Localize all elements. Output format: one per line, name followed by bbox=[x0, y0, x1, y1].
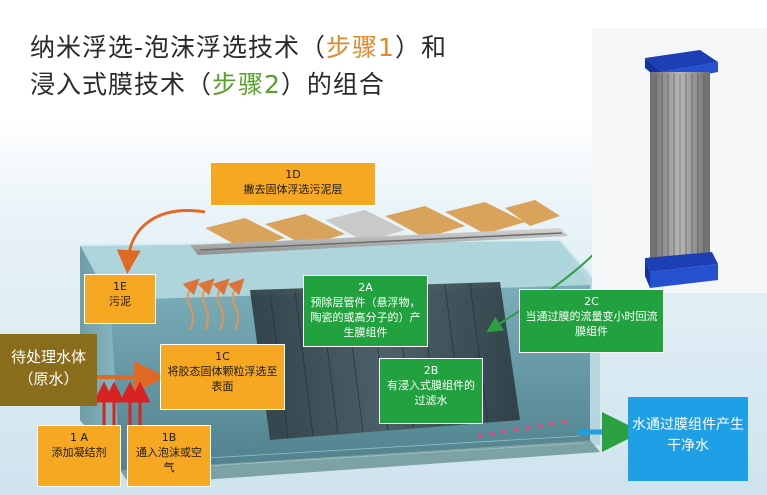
flotation-arrows bbox=[182, 278, 245, 331]
title-line-2-suffix: ）的组合 bbox=[280, 70, 385, 99]
label-1d-skim-sludge: 1D 撇去固体浮选污泥层 bbox=[210, 162, 376, 206]
tank-floor-grid bbox=[139, 435, 586, 471]
label-2b-filtration: 2B 有浸入式膜组件的过滤水 bbox=[379, 358, 483, 424]
label-2a-code: 2A bbox=[358, 281, 373, 294]
label-1d-code: 1D bbox=[285, 168, 301, 181]
label-1e-code: 1E bbox=[113, 280, 127, 293]
label-raw-water: 待处理水体（原水） bbox=[0, 334, 97, 406]
diffuser-dots bbox=[477, 419, 567, 439]
title-line-1: 纳米浮选-泡沫浮选技术（步骤1）和 bbox=[30, 28, 447, 64]
sludge-arrow bbox=[116, 209, 206, 274]
label-1e-text: 污泥 bbox=[109, 295, 131, 308]
label-1b-code: 1B bbox=[161, 431, 177, 444]
label-1c-code: 1C bbox=[215, 350, 230, 363]
label-2c-code: 2C bbox=[584, 295, 599, 308]
label-2a-precoat: 2A 预除层管件（悬浮物，陶瓷的或高分子的）产生膜组件 bbox=[303, 275, 428, 347]
dosing-pipes bbox=[93, 381, 151, 430]
label-1b-foam-air: 1B 通入泡沫或空气 bbox=[127, 425, 211, 487]
label-1c-text: 将胶态固体颗粒浮选至表面 bbox=[167, 365, 278, 393]
label-2a-text: 预除层管件（悬浮物，陶瓷的或高分子的）产生膜组件 bbox=[310, 296, 421, 339]
label-1a-code: 1 A bbox=[69, 431, 89, 444]
title-step-2: 步骤2 bbox=[212, 70, 281, 99]
label-2c-text: 当通过膜的流量变小时回流膜组件 bbox=[525, 310, 658, 338]
title-step-1: 步骤1 bbox=[326, 33, 395, 62]
label-2c-backflush: 2C 当通过膜的流量变小时回流膜组件 bbox=[519, 289, 664, 353]
title-line-1-suffix: ）和 bbox=[394, 33, 447, 62]
label-1b-text: 通入泡沫或空气 bbox=[136, 446, 202, 474]
label-1c-flotation: 1C 将胶态固体颗粒浮选至表面 bbox=[160, 344, 285, 410]
label-2b-text: 有浸入式膜组件的过滤水 bbox=[387, 379, 475, 407]
title-line-1-prefix: 纳米浮选-泡沫浮选技术（ bbox=[30, 33, 327, 62]
label-2b-code: 2B bbox=[423, 364, 439, 377]
skimmer-rail-edge bbox=[199, 232, 563, 251]
label-clean-water: 水通过膜组件产生干净水 bbox=[628, 397, 748, 481]
label-1d-text: 撇去固体浮选污泥层 bbox=[243, 183, 343, 196]
membrane-module-3d bbox=[592, 28, 767, 293]
label-1a-text: 添加凝结剂 bbox=[51, 446, 107, 459]
label-1a-coagulant: 1 A 添加凝结剂 bbox=[37, 425, 121, 487]
title-line-2: 浸入式膜技术（步骤2）的组合 bbox=[30, 65, 385, 101]
clean-water-text: 水通过膜组件产生干净水 bbox=[632, 417, 744, 454]
label-1e-sludge: 1E 污泥 bbox=[84, 274, 156, 324]
raw-water-text: 待处理水体（原水） bbox=[10, 348, 86, 388]
tank-base bbox=[120, 440, 600, 485]
title-line-2-prefix: 浸入式膜技术（ bbox=[30, 70, 213, 99]
